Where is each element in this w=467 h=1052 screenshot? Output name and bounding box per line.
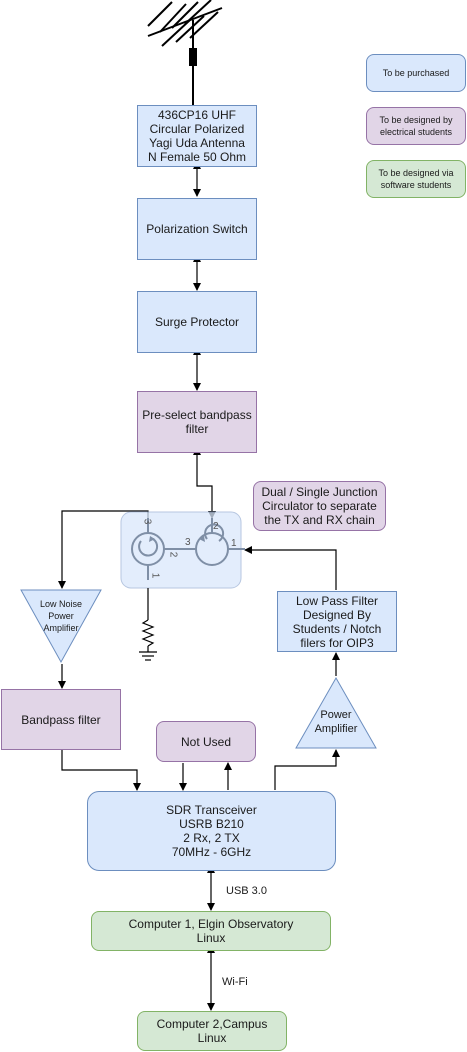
polarization-switch-block: Polarization Switch xyxy=(137,198,257,260)
circulator-port-right-2: 2 xyxy=(213,521,219,532)
not-used-block: Not Used xyxy=(156,721,256,762)
circulator-note: Dual / Single Junction Circulator to sep… xyxy=(253,481,386,531)
preselect-filter-block: Pre-select bandpass filter xyxy=(137,391,257,453)
lna-label: Low Noise Power Amplifier xyxy=(39,599,83,633)
legend-electrical: To be designed by electrical students xyxy=(366,107,466,145)
circulator-port-right-3: 3 xyxy=(185,537,191,548)
lna-triangle xyxy=(20,589,102,664)
antenna-block: 436CP16 UHF Circular Polarized Yagi Uda … xyxy=(137,105,257,167)
circulator-port-left-3: 3 xyxy=(141,518,153,525)
computer1-block: Computer 1, Elgin Observatory Linux xyxy=(91,911,331,951)
computer2-block: Computer 2,Campus Linux xyxy=(137,1011,287,1051)
antenna-connector-icon xyxy=(189,48,197,66)
sdr-to-pa-link xyxy=(274,749,340,790)
lpf-block: Low Pass Filter Designed By Students / N… xyxy=(277,591,397,652)
circulator-port-left-1: 1 xyxy=(149,572,161,579)
ground-icon xyxy=(139,651,157,661)
preselect-to-circulator-link xyxy=(193,447,216,519)
sdr-transceiver-block: SDR Transceiver USRB B210 2 Rx, 2 TX 70M… xyxy=(87,791,336,871)
circulator-port-left-2: 2 xyxy=(167,551,179,558)
lpf-to-circulator-link xyxy=(244,546,337,590)
legend-purchased: To be purchased xyxy=(366,54,466,92)
wifi-link-label: Wi-Fi xyxy=(222,976,248,988)
power-amp-label: Power Amplifier xyxy=(314,709,358,735)
legend-software: To be designed via software students xyxy=(366,160,466,198)
circulator-port-right-1: 1 xyxy=(231,538,237,549)
termination-resistor-icon xyxy=(141,588,155,652)
surge-protector-block: Surge Protector xyxy=(137,291,257,353)
bandpass-to-sdr-link xyxy=(61,750,141,791)
yagi-antenna-icon xyxy=(147,0,223,105)
circulator-icon xyxy=(120,511,245,589)
bandpass-filter-block: Bandpass filter xyxy=(1,689,121,750)
usb-link-label: USB 3.0 xyxy=(226,885,267,897)
pa-triangle xyxy=(295,676,377,749)
